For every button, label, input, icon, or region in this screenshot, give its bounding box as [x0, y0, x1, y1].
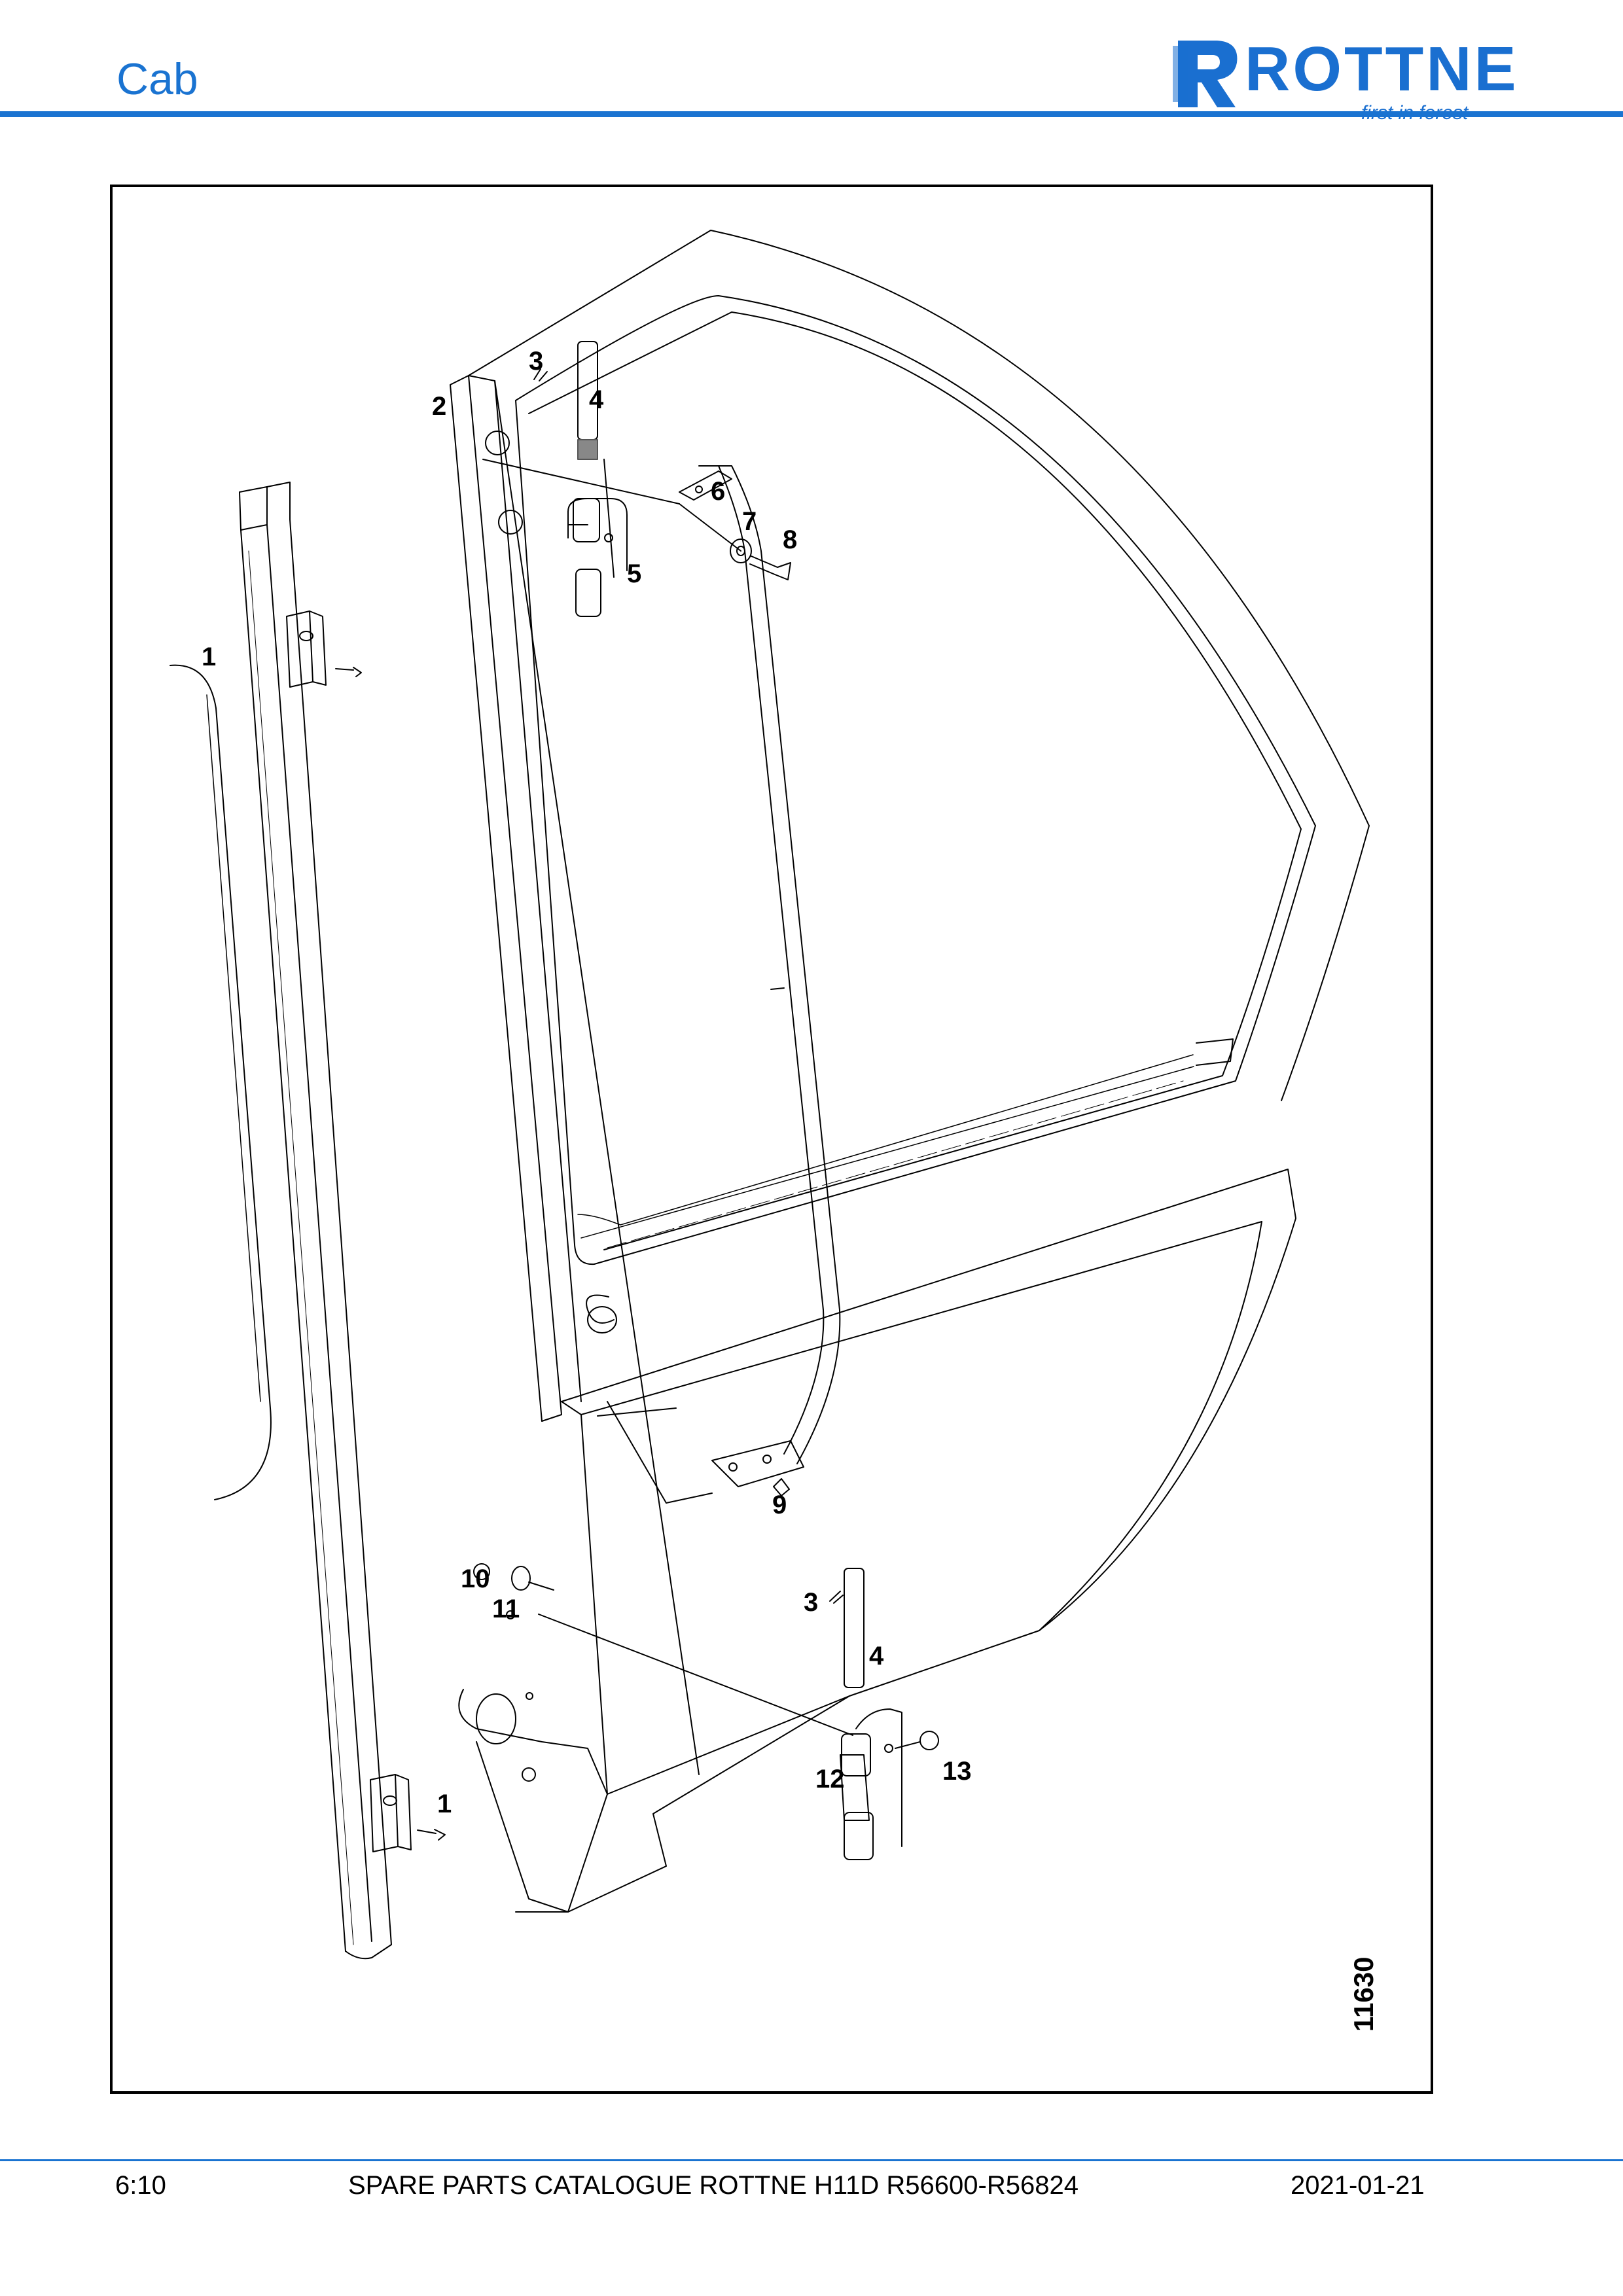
header-rule	[0, 111, 1623, 117]
callout-2: 2	[432, 392, 446, 421]
upper-door-hinge	[482, 341, 680, 617]
callout-13: 13	[942, 1757, 972, 1786]
bolt	[749, 556, 791, 580]
drawing-frame	[110, 185, 1433, 2094]
callout-8: 8	[783, 525, 797, 554]
exploded-parts-drawing: 1 2 3 4 5 6 7 8 9 10 11 3 4 12 13 1	[169, 230, 1370, 1960]
footer-rule	[0, 2159, 1623, 2161]
screw	[473, 1563, 490, 1580]
callout-6: 6	[711, 477, 725, 506]
lower-post-hinge	[370, 1774, 446, 1852]
page-title: Cab	[116, 54, 198, 104]
callout-5: 5	[627, 559, 641, 588]
upper-post-hinge	[286, 610, 362, 688]
drawing-number: 11630	[1348, 1956, 1379, 2032]
callout-9: 9	[772, 1491, 787, 1519]
callout-7: 7	[742, 507, 757, 536]
window-opening	[515, 295, 1316, 1265]
hinge-pin-head	[919, 1731, 939, 1750]
callout-3-upper: 3	[529, 347, 543, 376]
callout-11: 11	[492, 1595, 520, 1623]
callout-12: 12	[815, 1765, 845, 1793]
callout-1-upper: 1	[202, 643, 216, 671]
rottne-logo-mark-icon	[1173, 41, 1238, 107]
door-post	[240, 529, 346, 1952]
logo-wordmark: ROTTNE	[1245, 34, 1519, 104]
callout-4-upper: 4	[589, 385, 604, 414]
washer-small	[511, 1566, 531, 1591]
page-number: 6:10	[115, 2171, 166, 2200]
support-rod	[698, 465, 825, 1455]
door-frame	[468, 230, 1370, 1101]
upper-bracket	[679, 470, 732, 501]
lower-bracket	[711, 1440, 804, 1487]
washer	[730, 539, 752, 563]
callout-1-lower: 1	[437, 1790, 452, 1818]
rottne-logo: ROTTNE first in forest	[1171, 34, 1516, 124]
callout-10: 10	[461, 1564, 490, 1593]
door-lower-panel	[515, 1169, 1296, 1913]
callout-4-lower: 4	[869, 1642, 884, 1670]
callout-3-lower: 3	[804, 1588, 818, 1617]
catalogue-title: SPARE PARTS CATALOGUE ROTTNE H11D R56600…	[348, 2171, 1079, 2200]
catalogue-date: 2021-01-21	[1291, 2171, 1425, 2200]
cab-side-panel	[169, 664, 272, 1500]
lower-door-hinge	[538, 1568, 939, 1860]
